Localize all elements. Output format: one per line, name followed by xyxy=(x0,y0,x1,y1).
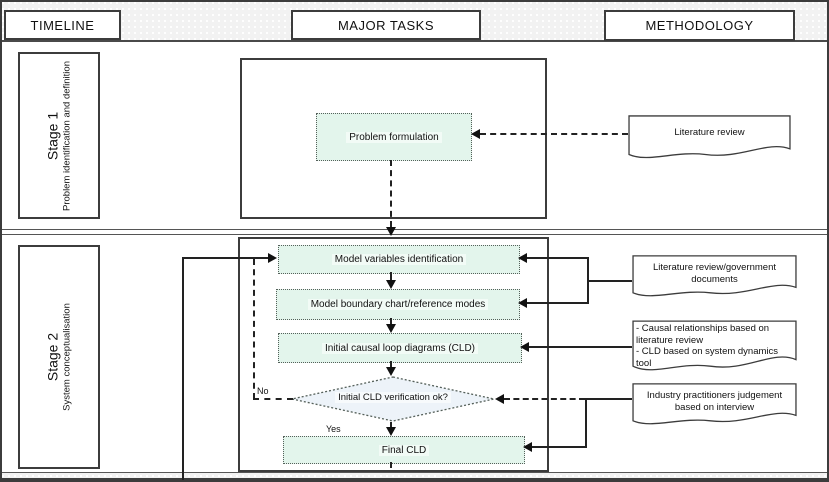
connector-doc3-to-task3-line xyxy=(529,346,632,348)
task-label: Model boundary chart/reference modes xyxy=(307,299,489,310)
document-shape xyxy=(632,383,797,428)
stage2-timeline-box: Stage 2 System conceptualisation xyxy=(18,245,100,469)
column-header-timeline: TIMELINE xyxy=(4,10,121,40)
doc-line: Industry practitioners judgement xyxy=(646,390,783,401)
document-shape xyxy=(632,320,797,375)
flow-arrow-2-line xyxy=(390,318,392,325)
flow-arrow-3-head xyxy=(386,367,396,376)
decision-label-wrap: Initial CLD verification ok? xyxy=(291,376,495,418)
task-model-variables: Model variables identification xyxy=(278,245,520,274)
outer-loop-arrowhead xyxy=(268,253,277,263)
decision-yes-label: Yes xyxy=(325,424,342,434)
column-header-methodology: METHODOLOGY xyxy=(604,10,795,41)
method-doc-text: Literature review xyxy=(674,127,745,138)
connector-doc4-bracket xyxy=(585,398,587,448)
method-doc-literature-review: Literature review xyxy=(628,115,791,162)
task-label: Initial causal loop diagrams (CLD) xyxy=(321,342,479,354)
flow-arrow-yes-head xyxy=(386,427,396,436)
flow-arrow-1-line xyxy=(390,272,392,281)
connector-doc4-to-decision-arrowhead xyxy=(495,394,504,404)
connector-problem-to-stage2-arrowhead xyxy=(386,227,396,236)
method-doc-text: Industry practitioners judgement based o… xyxy=(632,390,797,413)
decision-label: Initial CLD verification ok? xyxy=(335,391,451,403)
stage1-rotated-label: Stage 1 Problem identification and defin… xyxy=(45,61,74,211)
connector-litreview-to-problem-line xyxy=(480,133,628,135)
stage2-description: System conceptualisation xyxy=(61,303,73,411)
connector-doc4-to-final-arrowhead xyxy=(523,442,532,452)
stage1-description: Problem identification and definition xyxy=(61,60,73,211)
task-final-cld: Final CLD xyxy=(283,436,525,464)
task-initial-cld: Initial causal loop diagrams (CLD) xyxy=(278,333,522,363)
connector-problem-to-stage2-line xyxy=(390,160,392,227)
connector-doc4-stem xyxy=(585,398,632,400)
column-header-label: TIMELINE xyxy=(30,17,95,33)
connector-doc2-to-task1-arrowhead xyxy=(518,253,527,263)
connector-doc2-to-task2-line xyxy=(527,302,589,304)
task-label: Final CLD xyxy=(378,444,430,456)
doc-line: - CLD based on system dynamics xyxy=(636,346,779,357)
method-doc-industry-practitioners: Industry practitioners judgement based o… xyxy=(632,383,797,428)
column-header-major-tasks: MAJOR TASKS xyxy=(291,10,481,40)
no-feedback-vertical xyxy=(253,259,255,399)
task-label: Model variables identification xyxy=(331,254,467,265)
document-shape xyxy=(628,115,791,162)
connector-doc2-to-task2-arrowhead xyxy=(518,298,527,308)
doc-line: literature review xyxy=(636,334,704,346)
stage-separator xyxy=(0,229,829,235)
connector-doc2-to-task1-line xyxy=(527,257,589,259)
doc-line: - Causal relationships based on xyxy=(636,323,770,334)
outer-loop-horizontal xyxy=(182,257,269,259)
connector-doc3-to-task3-arrowhead xyxy=(520,342,529,352)
method-doc-causal-relationships: - Causal relationships based on literatu… xyxy=(632,320,797,375)
flow-stub-below-final xyxy=(390,462,392,468)
flow-arrow-3-line xyxy=(390,361,392,368)
stage2-rotated-label: Stage 2 System conceptualisation xyxy=(45,303,74,411)
stage-separator-bottom-edge xyxy=(0,478,829,480)
stage1-timeline-box: Stage 1 Problem identification and defin… xyxy=(18,52,100,219)
decision-no-label: No xyxy=(256,386,270,396)
stage1-name: Stage 1 xyxy=(44,111,61,160)
flow-arrow-yes-line xyxy=(390,422,392,428)
doc-line: tool xyxy=(636,357,652,369)
method-doc-text: Literature review/government documents xyxy=(632,262,797,285)
outer-loop-vertical xyxy=(182,257,184,480)
decision-initial-cld-verification: Initial CLD verification ok? xyxy=(291,376,495,422)
method-doc-text: - Causal relationships based on literatu… xyxy=(632,323,797,369)
task-problem-formulation: Problem formulation xyxy=(316,113,472,161)
method-doc-litreview-government: Literature review/government documents xyxy=(632,255,797,300)
connector-litreview-to-problem-arrowhead xyxy=(471,129,480,139)
task-model-boundary: Model boundary chart/reference modes xyxy=(276,289,520,320)
connector-doc2-stem xyxy=(587,280,632,282)
document-shape xyxy=(632,255,797,300)
doc-line: documents xyxy=(691,273,738,285)
column-header-label: METHODOLOGY xyxy=(645,18,754,33)
stage2-name: Stage 2 xyxy=(44,332,61,382)
connector-doc4-to-final-line xyxy=(532,446,585,448)
no-feedback-horizontal xyxy=(253,398,293,400)
doc-line: based on interview xyxy=(674,401,755,413)
stage-separator-bottom-line xyxy=(0,472,829,473)
stage-separator-bottom-band xyxy=(0,473,829,478)
column-header-label: MAJOR TASKS xyxy=(337,17,435,33)
connector-doc4-to-decision-line xyxy=(504,398,585,400)
stage1-tasks-container xyxy=(240,58,547,219)
flow-arrow-2-head xyxy=(386,324,396,333)
task-label: Problem formulation xyxy=(346,131,442,143)
stage2-tasks-container xyxy=(238,237,549,472)
flow-arrow-1-head xyxy=(386,280,396,289)
doc-line: Literature review/government xyxy=(652,262,777,273)
